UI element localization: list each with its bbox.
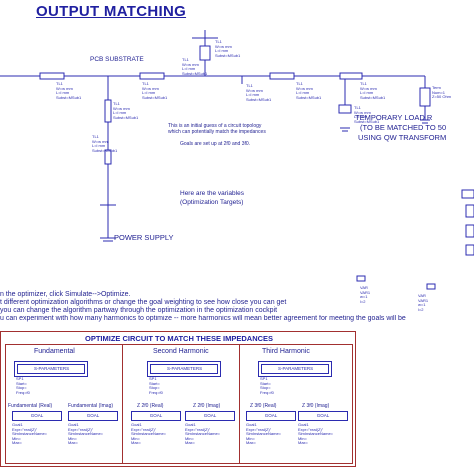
goal-params: Goal1 Expr="real(Z)" SimInstanceName= Mi… [12,422,48,446]
component-params: TL1 W=w mm L=l mm Subst=MSub1 [56,81,82,100]
goal-box[interactable]: GOAL [298,411,348,421]
sparams-label: S-PARAMETERS [261,364,329,374]
second-harmonic-column: Second Harmonic S-PARAMETERS SP1 Start= … [122,344,240,464]
goal-box[interactable]: GOAL [246,411,296,421]
instruction-line: n the optimizer, click Simulate-->Optimi… [0,291,131,298]
instruction-line: u can experiment with how many harmonics… [0,315,406,322]
component-params: TL1 W=w mm L=l mm Subst=MSub1 [360,81,386,100]
goal-caption: Fundamental (Real) [8,403,53,409]
note-line: This is an initial guess of a circuit to… [168,123,262,129]
sparams-label: S-PARAMETERS [150,364,218,374]
goal-caption: Z 3f0 (Imag) [302,403,330,409]
sparams-control[interactable]: S-PARAMETERS [147,361,221,377]
component-params: TL1 W=w mm L=l mm Subst=MSub1 [92,134,118,153]
third-harmonic-column: Third Harmonic S-PARAMETERS SP1 Start= S… [239,344,353,464]
pcb-substrate-label: PCB SUBSTRATE [90,56,144,63]
note-line: Goals are set up at 2f0 and 3f0. [180,141,251,147]
goal-box[interactable]: GOAL [185,411,235,421]
sparams-params: SP1 Start= Stop= Freq=f0 [149,376,163,395]
variables-sublabel: (Optimization Targets) [180,199,244,206]
goal-params: Goal1 Expr="real(Z)" SimInstanceName= Mi… [131,422,167,446]
variable-block: VAR VAR1 w=1 l=2 [360,285,371,304]
fundamental-column: Fundamental S-PARAMETERS SP1 Start= Stop… [5,344,123,464]
temp-load-label: TEMPORARY LOAD R [355,113,433,122]
power-supply-label: POWER SUPPLY [114,233,174,242]
goal-params: Goal1 Expr="real(Z)" SimInstanceName= Mi… [298,422,334,446]
goal-box[interactable]: GOAL [68,411,118,421]
component-params: TL1 W=w mm L=l mm Subst=MSub1 [142,81,168,100]
column-title: Fundamental [34,348,75,355]
sparams-control[interactable]: S-PARAMETERS [258,361,332,377]
component-params: TL1 W=w mm L=l mm Subst=MSub1 [246,83,272,102]
goal-params: Goal1 Expr="real(Z)" SimInstanceName= Mi… [68,422,104,446]
goal-params: Goal1 Expr="real(Z)" SimInstanceName= Mi… [246,422,282,446]
component-params: Term Num=1 Z=50 Ohm [432,85,452,100]
page-title: OUTPUT MATCHING [36,3,187,20]
temp-load-label-3: USING QW TRANSFORM [358,133,447,142]
goal-caption: Z 2f0 (Real) [137,403,164,409]
component-params: TL1 W=w mm L=l mm Subst=MSub1 [113,101,139,120]
instruction-line: t different optimization algorithms or c… [0,299,287,306]
component-params: TL1 W=w mm L=l mm Subst=MSub1 [182,57,208,76]
goal-box[interactable]: GOAL [131,411,181,421]
goal-caption: Z 3f0 (Real) [250,403,277,409]
sparams-params: SP1 Start= Stop= Freq=f0 [260,376,274,395]
goal-box[interactable]: GOAL [12,411,62,421]
sparams-params: SP1 Start= Stop= Freq=f0 [16,376,30,395]
column-title: Third Harmonic [262,348,310,355]
optimize-heading: OPTIMIZE CIRCUIT TO MATCH THESE IMPEDANC… [85,334,274,343]
optimize-panel: OPTIMIZE CIRCUIT TO MATCH THESE IMPEDANC… [0,331,356,467]
component-params: TL1 W=w mm L=l mm Subst=MSub1 [215,39,241,58]
sparams-control[interactable]: S-PARAMETERS [14,361,88,377]
component-params: TL1 W=w mm L=l mm Subst=MSub1 [354,105,380,124]
component-params: TL1 W=w mm L=l mm Subst=MSub1 [296,81,322,100]
goal-caption: Fundamental (Imag) [68,403,114,409]
goal-caption: Z 2f0 (Imag) [193,403,221,409]
variables-label: Here are the variables [180,190,244,197]
variable-block: VAR VAR1 w=1 l=2 [418,293,429,312]
temp-load-label-2: (TO BE MATCHED TO 50 [360,123,447,132]
sparams-label: S-PARAMETERS [17,364,85,374]
note-line: which can potentially match the impedanc… [168,129,266,135]
goal-params: Goal1 Expr="real(Z)" SimInstanceName= Mi… [185,422,221,446]
column-title: Second Harmonic [153,348,209,355]
instruction-line: you can change the algorithm partway thr… [0,307,278,314]
